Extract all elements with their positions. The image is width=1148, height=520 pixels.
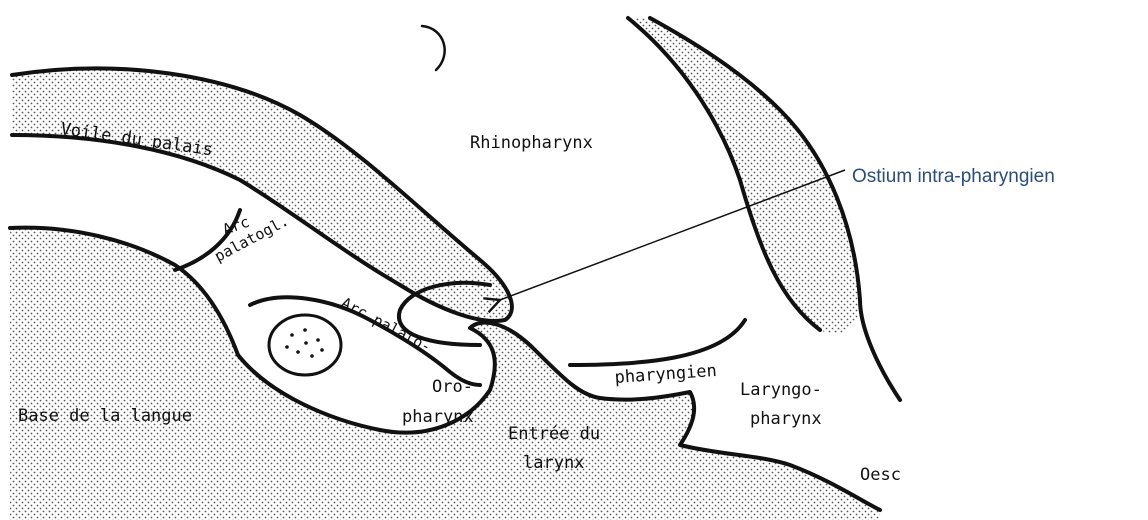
callout-ostium-intra-pharyngien: Ostium intra-pharyngien bbox=[852, 166, 1055, 187]
top-small-arc bbox=[422, 26, 445, 70]
tonsil bbox=[269, 315, 341, 375]
label-entree-du: Entrée du bbox=[508, 424, 600, 444]
label-oro: Oro- bbox=[432, 377, 473, 397]
label-oesc: Oesc bbox=[860, 465, 901, 485]
label-base-de-la-langue: Base de la langue bbox=[18, 406, 192, 426]
pharyngeal-inner-curve bbox=[570, 320, 745, 365]
label-rhinopharynx: Rhinopharynx bbox=[470, 133, 593, 153]
label-oro-pharynx: pharynx bbox=[402, 407, 474, 427]
label-laryngo-pharynx: pharynx bbox=[750, 409, 822, 429]
label-laryngo: Laryngo- bbox=[740, 380, 822, 400]
label-larynx: larynx bbox=[523, 453, 584, 473]
label-arc-palato: Arc palato- bbox=[338, 294, 434, 357]
